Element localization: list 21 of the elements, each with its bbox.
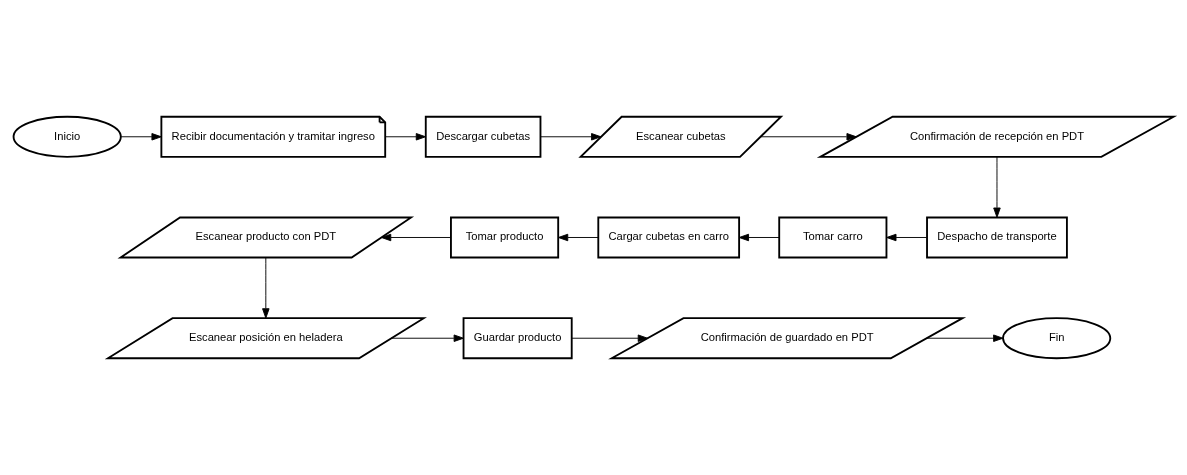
node-box: Tomar carro (778, 216, 888, 259)
node-box: Cargar cubetas en carro (597, 216, 741, 259)
arrow (391, 334, 464, 342)
node-box: Descargar cubetas (424, 115, 542, 158)
arrow (760, 133, 857, 141)
node-box: Guardar producto (462, 317, 573, 360)
arrow (540, 133, 602, 141)
arrow (886, 233, 928, 242)
arrow (385, 133, 427, 141)
arrow (571, 334, 648, 342)
arrow (120, 133, 162, 141)
arrow (381, 233, 452, 242)
arrow (262, 257, 270, 319)
node-box: Despacho de transporte (926, 216, 1068, 259)
arrow (926, 334, 1004, 342)
arrow (557, 233, 599, 242)
arrow (993, 156, 1001, 218)
node-ellipse: Inicio (12, 115, 122, 158)
node-box: Tomar producto (450, 216, 560, 259)
node-ellipse: Fin (1002, 317, 1112, 360)
arrow (738, 233, 780, 242)
